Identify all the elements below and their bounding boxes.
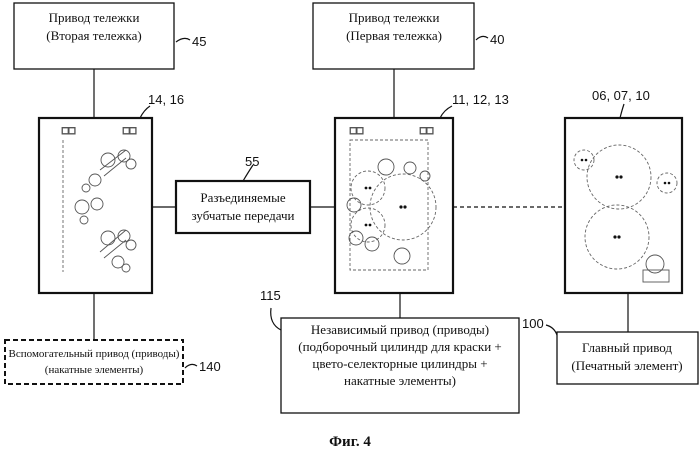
ref-14-16: 14, 16 <box>148 92 184 107</box>
indep-drive-line4: накатные элементы) <box>344 373 456 388</box>
indep-drive-box: Независимый привод (приводы) (подборочны… <box>281 318 519 413</box>
ref-06-07-10: 06, 07, 10 <box>592 88 650 103</box>
main-drive-box: Главный привод (Печатный элемент) <box>557 332 698 384</box>
ref-40-leader <box>476 36 488 40</box>
ref-40: 40 <box>490 32 504 47</box>
ref-11-12-13-leader <box>440 106 452 118</box>
drive-cart1-line2: (Первая тележка) <box>346 28 442 43</box>
ref-140: 140 <box>199 359 221 374</box>
gears-line1: Разъединяемые <box>200 190 285 205</box>
ref-14-16-leader <box>140 106 150 118</box>
ref-45: 45 <box>192 34 206 49</box>
unit-right-box <box>565 118 682 293</box>
ref-55: 55 <box>245 154 259 169</box>
svg-text:□□: □□ <box>420 125 434 137</box>
ref-100-leader <box>546 325 557 335</box>
svg-text:□□: □□ <box>62 125 76 137</box>
svg-text:□□: □□ <box>123 125 137 137</box>
ref-100: 100 <box>522 316 544 331</box>
aux-drive-line1: Вспомогательный привод (приводы) <box>9 348 180 360</box>
aux-drive-box: Вспомогательный привод (приводы) (накатн… <box>5 340 183 384</box>
main-drive-line1: Главный привод <box>582 340 672 355</box>
drive-cart2-line2: (Вторая тележка) <box>46 28 141 43</box>
unit-left-box: □□ □□ <box>39 118 152 293</box>
ref-115: 115 <box>260 288 281 303</box>
ref-45-leader <box>176 38 190 42</box>
ref-140-leader <box>185 364 197 368</box>
drive-cart1-line1: Привод тележки <box>349 10 440 25</box>
drive-cart2-box: Привод тележки (Вторая тележка) <box>14 3 174 69</box>
svg-text:□□: □□ <box>350 125 364 137</box>
unit-mid-box: □□ □□ <box>335 118 453 293</box>
ref-115-leader <box>271 308 281 330</box>
drive-cart2-line1: Привод тележки <box>49 10 140 25</box>
ref-06-07-10-leader <box>620 104 624 118</box>
indep-drive-line2: (подборочный цилиндр для краски + <box>298 339 501 354</box>
aux-drive-line2: (накатные элементы) <box>45 364 144 376</box>
indep-drive-line1: Независимый привод (приводы) <box>311 322 489 337</box>
drive-cart1-box: Привод тележки (Первая тележка) <box>313 3 474 69</box>
ref-11-12-13: 11, 12, 13 <box>452 92 509 107</box>
gears-line2: зубчатые передачи <box>192 208 295 223</box>
main-drive-line2: (Печатный элемент) <box>571 358 682 373</box>
indep-drive-line3: цвето-селекторные цилиндры + <box>312 356 487 371</box>
gears-box: Разъединяемые зубчатые передачи <box>176 181 310 233</box>
figure-caption: Фиг. 4 <box>329 434 371 450</box>
